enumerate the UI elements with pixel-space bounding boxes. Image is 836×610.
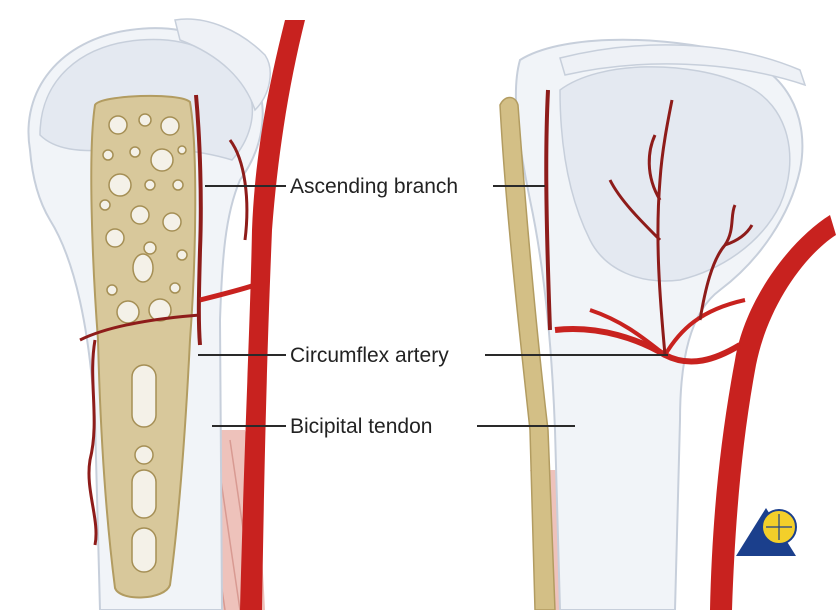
label-bicipital-tendon-text: Bicipital tendon	[290, 415, 432, 438]
left-humerus-view	[28, 19, 305, 610]
label-ascending-branch-text: Ascending branch	[290, 175, 458, 198]
label-bicipital-tendon: Bicipital tendon	[212, 415, 575, 438]
label-circumflex-artery-text: Circumflex artery	[290, 344, 449, 367]
publisher-triangle-logo	[736, 508, 796, 556]
